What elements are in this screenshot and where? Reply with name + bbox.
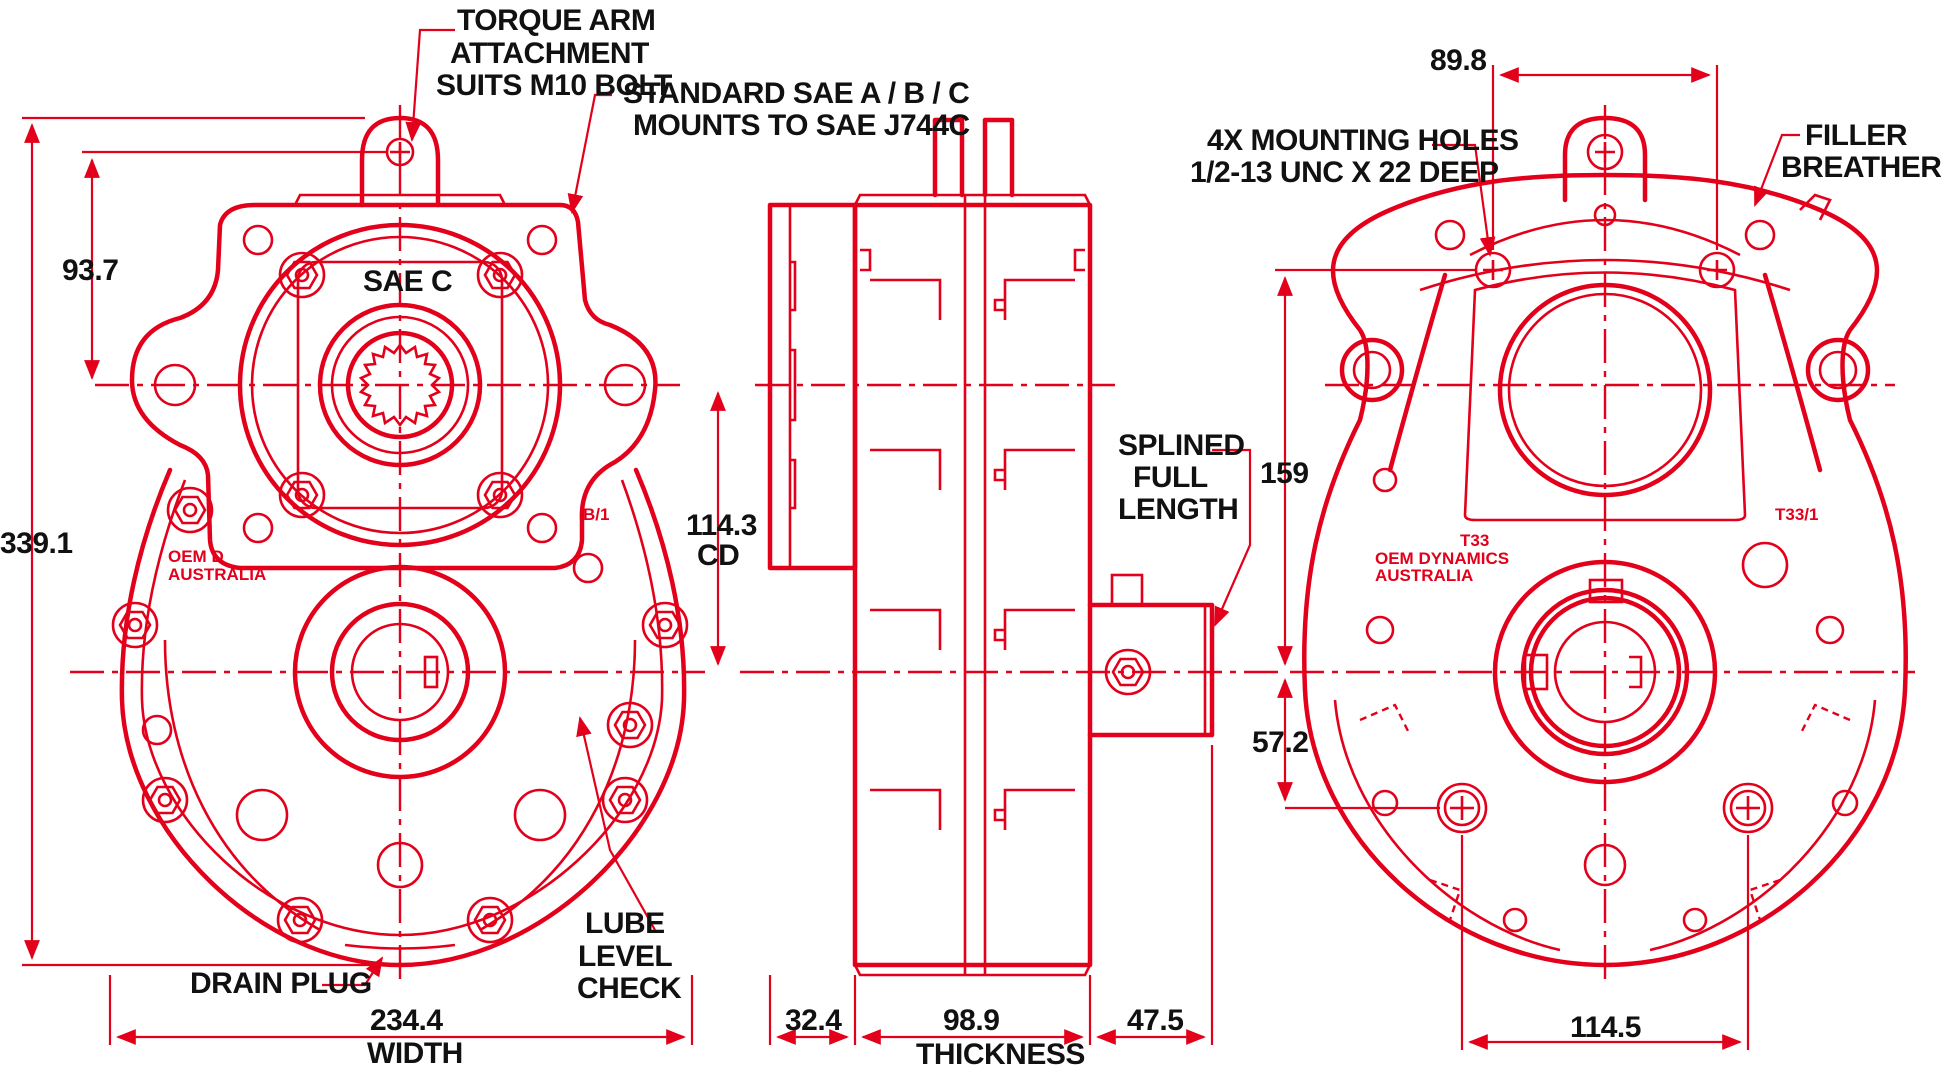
dim-upper-to-output: 159: [1260, 457, 1309, 490]
back-input-pocket: [1463, 271, 1747, 522]
mounting-hole-lower-left: [1436, 782, 1488, 834]
splined-label-1: SPLINED: [1118, 429, 1245, 462]
torque-arm-label-1: TORQUE ARM: [457, 4, 655, 37]
sae-mount-label-1: STANDARD SAE A / B / C: [623, 77, 969, 110]
dim-cd-value: 114.3: [686, 509, 757, 542]
back-housing-outline: [1302, 172, 1908, 968]
sae-c-label: SAE C: [363, 265, 452, 298]
mounting-holes-label-2: 1/2-13 UNC X 22 DEEP: [1190, 156, 1498, 189]
thickness-label: THICKNESS: [916, 1038, 1085, 1071]
mounting-holes-label-1: 4X MOUNTING HOLES: [1207, 124, 1519, 157]
side-housing: [852, 202, 1093, 968]
casting-model-back-2: T33/1: [1775, 505, 1818, 524]
lube-label-2: LEVEL: [578, 940, 672, 973]
dim-overall-width: 234.4: [370, 1004, 443, 1037]
dim-cd-label: CD: [697, 539, 739, 572]
dim-overall-height: 339.1: [0, 527, 73, 560]
width-label: WIDTH: [367, 1037, 463, 1070]
torque-arm-label-3: SUITS M10 BOLT: [436, 69, 672, 102]
splined-label-2: FULL: [1133, 461, 1208, 494]
front-adapter-flange: [129, 202, 658, 571]
dim-thickness: 98.9: [943, 1004, 999, 1037]
dim-shaft-extension: 47.5: [1127, 1004, 1183, 1037]
side-flange: [767, 202, 858, 571]
dim-flange-depth: 32.4: [785, 1004, 842, 1037]
side-view: [767, 117, 1215, 977]
filler-label-1: FILLER: [1805, 119, 1908, 152]
dim-bottom-hole-spacing: 114.5: [1570, 1011, 1641, 1044]
filler-label-2: BREATHER: [1781, 151, 1942, 184]
side-output-shaft: [1087, 602, 1215, 738]
torque-arm-label-2: ATTACHMENT: [450, 37, 649, 70]
dim-output-to-lower: 57.2: [1252, 726, 1308, 759]
dim-top-hole-spacing: 89.8: [1430, 44, 1486, 77]
splined-label-3: LENGTH: [1118, 493, 1238, 526]
drain-plug-label: DRAIN PLUG: [190, 967, 372, 1000]
casting-brand-front-2: AUSTRALIA: [168, 565, 266, 584]
casting-model-front: B/1: [583, 505, 609, 524]
casting-brand-back-1: OEM DYNAMICS: [1375, 549, 1509, 568]
sae-mount-label-2: MOUNTS TO SAE J744C: [633, 109, 970, 142]
lube-label-1: LUBE: [585, 907, 665, 940]
casting-brand-back-2: AUSTRALIA: [1375, 566, 1473, 585]
mounting-hole-lower-right: [1722, 782, 1774, 834]
casting-model-back: T33: [1460, 531, 1489, 550]
dim-arm-to-input-centre: 93.7: [62, 254, 118, 287]
casting-brand-front-1: OEM D: [168, 547, 224, 566]
lube-label-3: CHECK: [577, 972, 682, 1005]
